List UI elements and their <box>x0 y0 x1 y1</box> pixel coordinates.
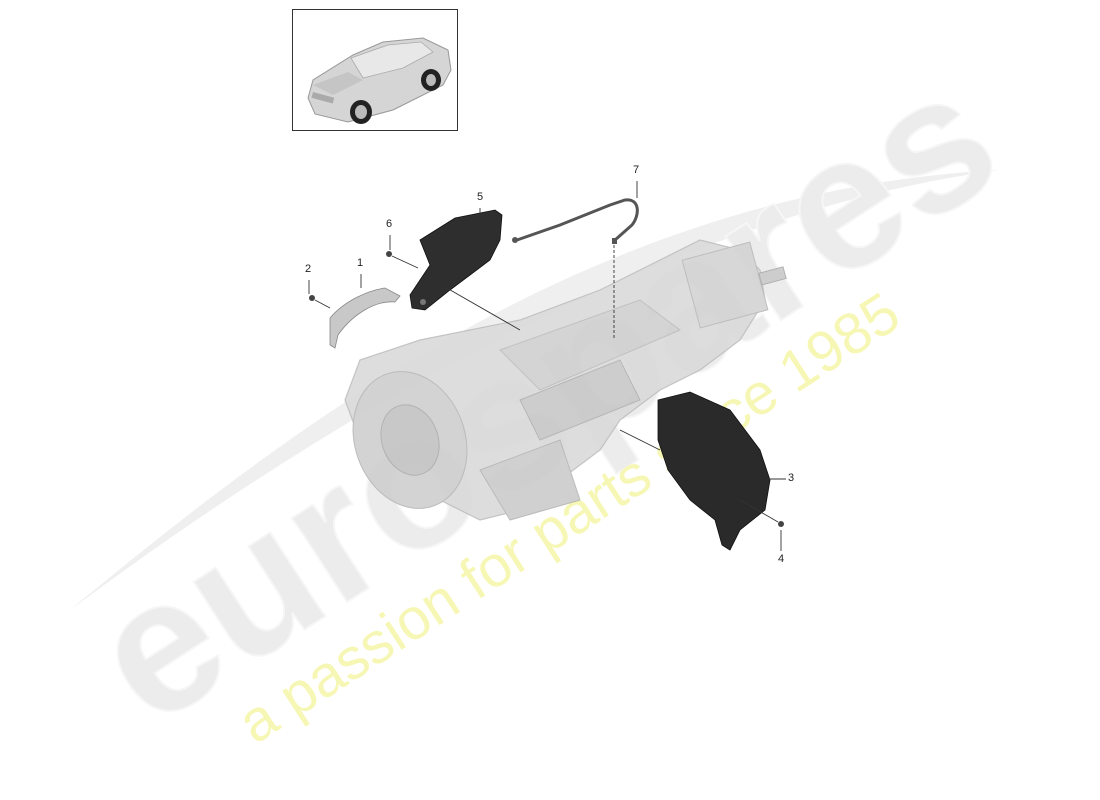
part-6-bolt[interactable] <box>386 251 392 257</box>
callout-1[interactable]: 1 <box>357 257 364 269</box>
callout-3[interactable]: 3 <box>788 472 795 484</box>
callout-6[interactable]: 6 <box>386 218 393 230</box>
vehicle-thumbnail <box>292 9 458 131</box>
callout-2[interactable]: 2 <box>305 263 312 275</box>
car-icon <box>307 37 452 124</box>
callout-4[interactable]: 4 <box>778 553 785 565</box>
callout-5[interactable]: 5 <box>477 191 484 203</box>
leader-lines <box>308 181 786 551</box>
transmission-housing <box>344 239 787 521</box>
callout-7[interactable]: 7 <box>633 164 640 176</box>
part-4-nut[interactable] <box>778 521 784 527</box>
part-7-breather-line[interactable] <box>516 198 639 242</box>
part-5-heat-shield[interactable] <box>409 209 503 311</box>
part-2-bolt[interactable] <box>309 295 315 301</box>
part-3-heat-shield[interactable] <box>657 391 771 551</box>
part-1-heat-shield[interactable] <box>329 287 401 349</box>
